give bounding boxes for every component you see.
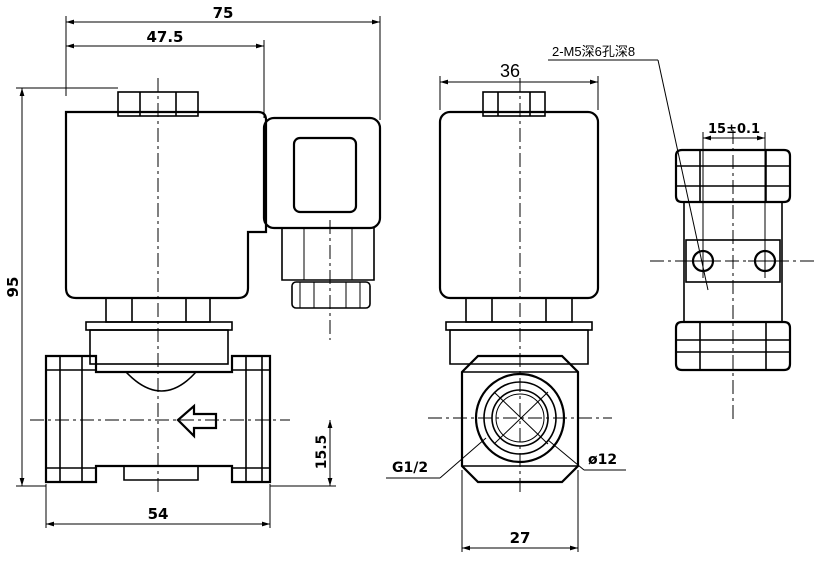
dim-body-hex: 27 <box>510 529 531 547</box>
dim-body-length: 54 <box>148 505 169 523</box>
dim-hole-spacing: 15±0.1 <box>708 122 760 137</box>
bottom-view: 15±0.1 2-M5深6孔深8 <box>548 44 814 420</box>
label-port-thread: G1/2 <box>392 460 428 476</box>
dim-port-height: 15.5 <box>314 435 330 470</box>
dim-coil-front-width: 36 <box>500 61 520 81</box>
dim-height: 95 <box>4 277 22 298</box>
label-orifice: ø12 <box>588 452 617 468</box>
side-view: 75 47.5 95 15.5 54 <box>4 4 382 528</box>
label-mount-holes: 2-M5深6孔深8 <box>552 44 635 59</box>
front-view: 36 G1/2 ø12 27 <box>386 61 626 552</box>
dim-overall-width: 75 <box>213 4 234 22</box>
dim-coil-width: 47.5 <box>146 28 183 46</box>
